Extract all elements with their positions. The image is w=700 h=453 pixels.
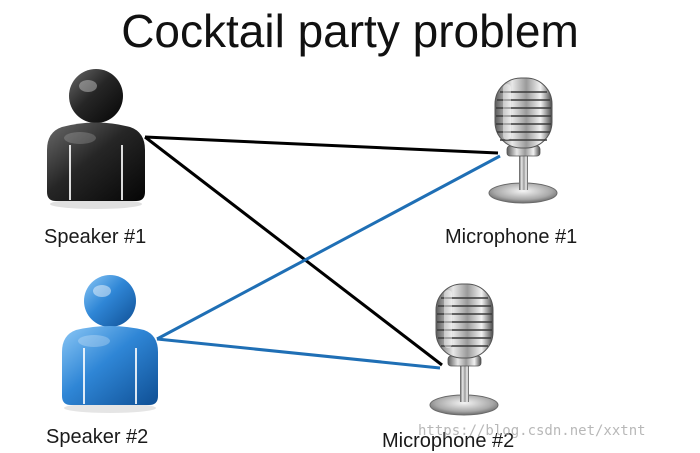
watermark-text: https://blog.csdn.net/xxtnt bbox=[418, 423, 646, 439]
line-speaker2-mic1 bbox=[156, 154, 501, 341]
diagram-title: Cocktail party problem bbox=[121, 5, 579, 57]
microphone-2-icon bbox=[429, 283, 499, 416]
line-speaker2-mic2 bbox=[156, 337, 441, 370]
line-speaker1-mic1 bbox=[144, 135, 499, 155]
microphone-1-icon bbox=[488, 77, 558, 204]
connection-lines bbox=[144, 135, 501, 370]
speaker-2-label: Speaker #2 bbox=[46, 426, 149, 448]
speaker-2-icon bbox=[62, 275, 158, 413]
microphone-2-label: Microphone #2 bbox=[382, 430, 515, 452]
speaker-1-label: Speaker #1 bbox=[44, 226, 147, 248]
line-speaker1-mic2 bbox=[144, 135, 443, 367]
speaker-1-icon bbox=[47, 69, 145, 209]
microphone-1-label: Microphone #1 bbox=[445, 226, 578, 248]
